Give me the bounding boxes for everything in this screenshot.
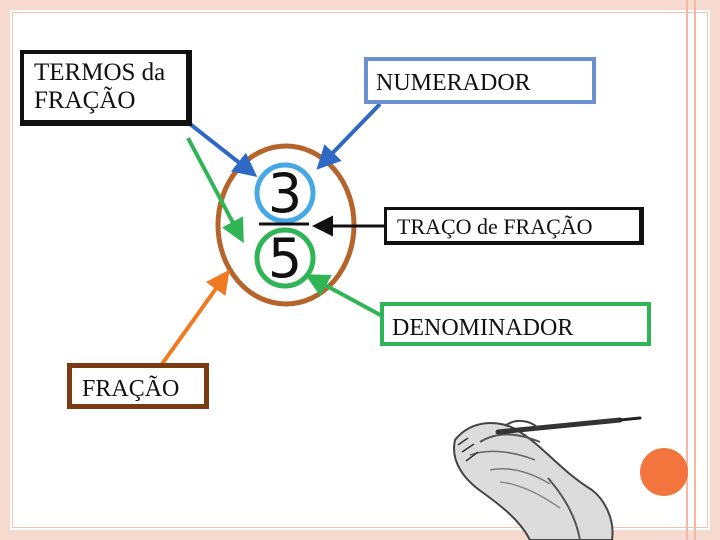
label-fracao: FRAÇÃO — [67, 363, 209, 409]
denominator-circle — [254, 227, 316, 289]
side-rail-line — [686, 0, 688, 540]
label-denominador: DENOMINADOR — [380, 302, 651, 346]
arrow-numerador — [316, 102, 382, 170]
fraction-denominator: 5 — [268, 227, 302, 290]
numerator-circle — [254, 162, 316, 224]
slide-frame-inner — [12, 12, 708, 528]
side-rail-line — [694, 0, 696, 540]
accent-dot — [640, 448, 688, 496]
label-numerador: NUMERADOR — [364, 57, 596, 104]
arrow-denominador — [304, 274, 387, 320]
arrow-termos-to-denominator — [186, 137, 244, 244]
hand-writing-illustration — [453, 416, 642, 540]
label-termos-da-fracao: TERMOS da FRAÇÃO — [20, 50, 192, 126]
label-traco-de-fracao: TRAÇO de FRAÇÃO — [384, 207, 644, 245]
arrow-termos-to-numerator — [188, 122, 258, 177]
fraction-numerator: 3 — [268, 162, 302, 225]
arrow-fracao — [160, 269, 230, 366]
